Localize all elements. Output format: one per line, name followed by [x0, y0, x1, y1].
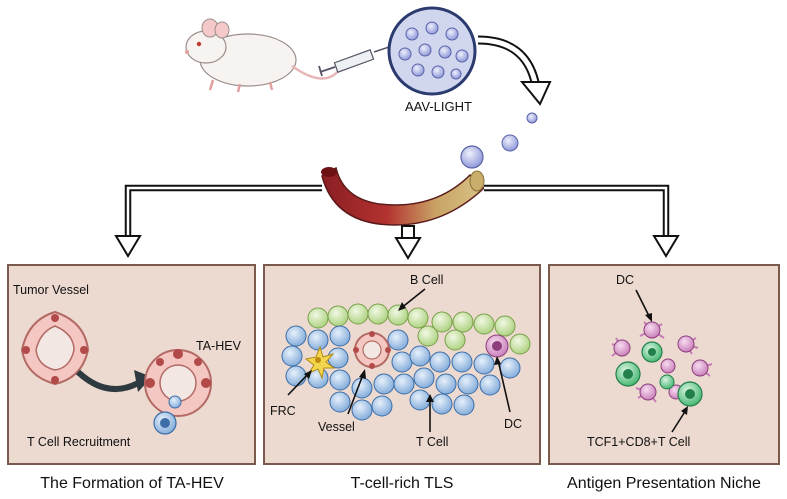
dc-pointer-head: [494, 356, 501, 365]
mouse-illustration: [185, 18, 344, 93]
vessel-pointer: [347, 371, 365, 415]
tumor-vessel-cross-section: [20, 310, 90, 386]
aav-light-particle-cluster: [387, 6, 477, 96]
tcf1-pointer-head: [681, 406, 688, 415]
branch-arrow-left: [114, 184, 322, 258]
ta-hev-label: TA-HEV: [196, 339, 242, 353]
branch-arrow-center: [394, 225, 422, 260]
blood-vessel-illustration: [321, 166, 486, 226]
antigen-niche-cell-cluster: [611, 321, 713, 407]
aav-particles-in-transit: [460, 112, 538, 169]
caption-niche: Antigen Presentation Niche: [567, 475, 761, 492]
ta-hev-cross-section: [144, 349, 212, 417]
b-cell-label: B Cell: [410, 273, 443, 287]
frc-pointer-head: [304, 370, 312, 379]
vessel-pointer-head: [359, 369, 366, 379]
niche-dc-label: DC: [616, 273, 634, 287]
t-cell-pointer-head: [426, 394, 434, 402]
t-cell-cluster: [281, 325, 521, 421]
frc-label: FRC: [270, 404, 296, 418]
niche-dc-pointer: [635, 289, 651, 319]
tcf1-pointer: [671, 409, 687, 433]
branch-arrow-right: [484, 184, 680, 258]
aav-light-label: AAV-LIGHT: [405, 99, 472, 114]
dc-pointer: [497, 359, 511, 413]
b-cell-cluster: [307, 303, 531, 355]
recruited-t-cell-icon: [153, 395, 182, 435]
t-cell-label: T Cell: [416, 435, 448, 449]
curved-flow-arrow: [477, 35, 552, 106]
niche-dc-pointer-head: [645, 313, 652, 322]
t-cell-recruitment-label: T Cell Recruitment: [27, 435, 131, 449]
b-cell-pointer-head: [398, 302, 406, 311]
tls-vessel-icon: [353, 331, 391, 369]
frc-cell-icon: [304, 345, 336, 380]
caption-tls: T-cell-rich TLS: [351, 475, 454, 492]
tls-dc-cell-icon: [485, 334, 509, 358]
syringe-icon: [318, 45, 393, 77]
dc-label: DC: [504, 417, 522, 431]
vessel-label: Vessel: [318, 420, 355, 434]
tumor-vessel-label: Tumor Vessel: [13, 283, 89, 297]
caption-ta-hev: The Formation of TA-HEV: [40, 475, 224, 492]
tcf1-cd8-t-cell-label: TCF1+CD8+T Cell: [587, 435, 690, 449]
